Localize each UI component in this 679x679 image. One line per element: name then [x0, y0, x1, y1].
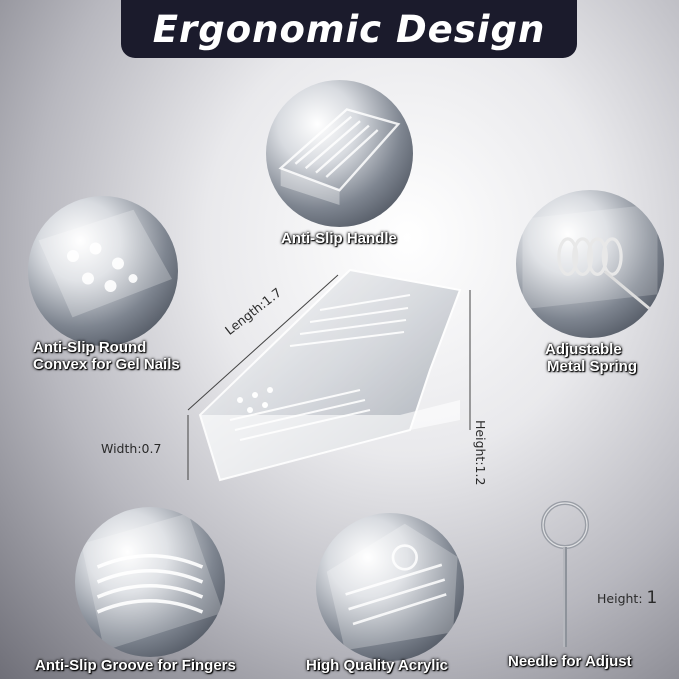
acrylic-detail-circle	[316, 513, 464, 661]
needle-height-label: Height: 1	[597, 588, 657, 608]
height-dimension: Height:1.2	[473, 420, 488, 486]
adjust-needle-icon	[541, 501, 589, 647]
spring-label-line1: Adjustable	[545, 341, 622, 358]
needle-height-text: Height:	[597, 591, 643, 606]
convex-label-line2: Convex for Gel Nails	[33, 356, 180, 373]
needle-label: Needle for Adjust	[508, 653, 632, 670]
clip-groove-icon	[81, 513, 224, 651]
spring-detail-circle	[516, 190, 664, 338]
handle-label: Anti-Slip Handle	[281, 230, 397, 247]
nail-clip-icon	[187, 268, 471, 482]
groove-label: Anti-Slip Groove for Fingers	[35, 657, 236, 674]
spring-label-line2: Metal Spring	[547, 358, 638, 375]
clip-convex-icon	[38, 209, 173, 318]
convex-label-line1: Anti-Slip Round	[33, 339, 147, 356]
clip-handle-icon	[278, 108, 401, 205]
width-dimension: Width:0.7	[101, 441, 162, 456]
title-banner: Ergonomic Design	[121, 0, 577, 58]
metal-spring-icon	[522, 203, 658, 310]
page-title: Ergonomic Design	[152, 7, 546, 51]
convex-detail-circle	[28, 196, 178, 346]
clip-acrylic-icon	[326, 523, 458, 651]
handle-detail-circle	[266, 80, 413, 227]
groove-detail-circle	[75, 507, 225, 657]
acrylic-label: High Quality Acrylic	[306, 657, 448, 674]
needle-height-value: 1	[646, 588, 658, 608]
